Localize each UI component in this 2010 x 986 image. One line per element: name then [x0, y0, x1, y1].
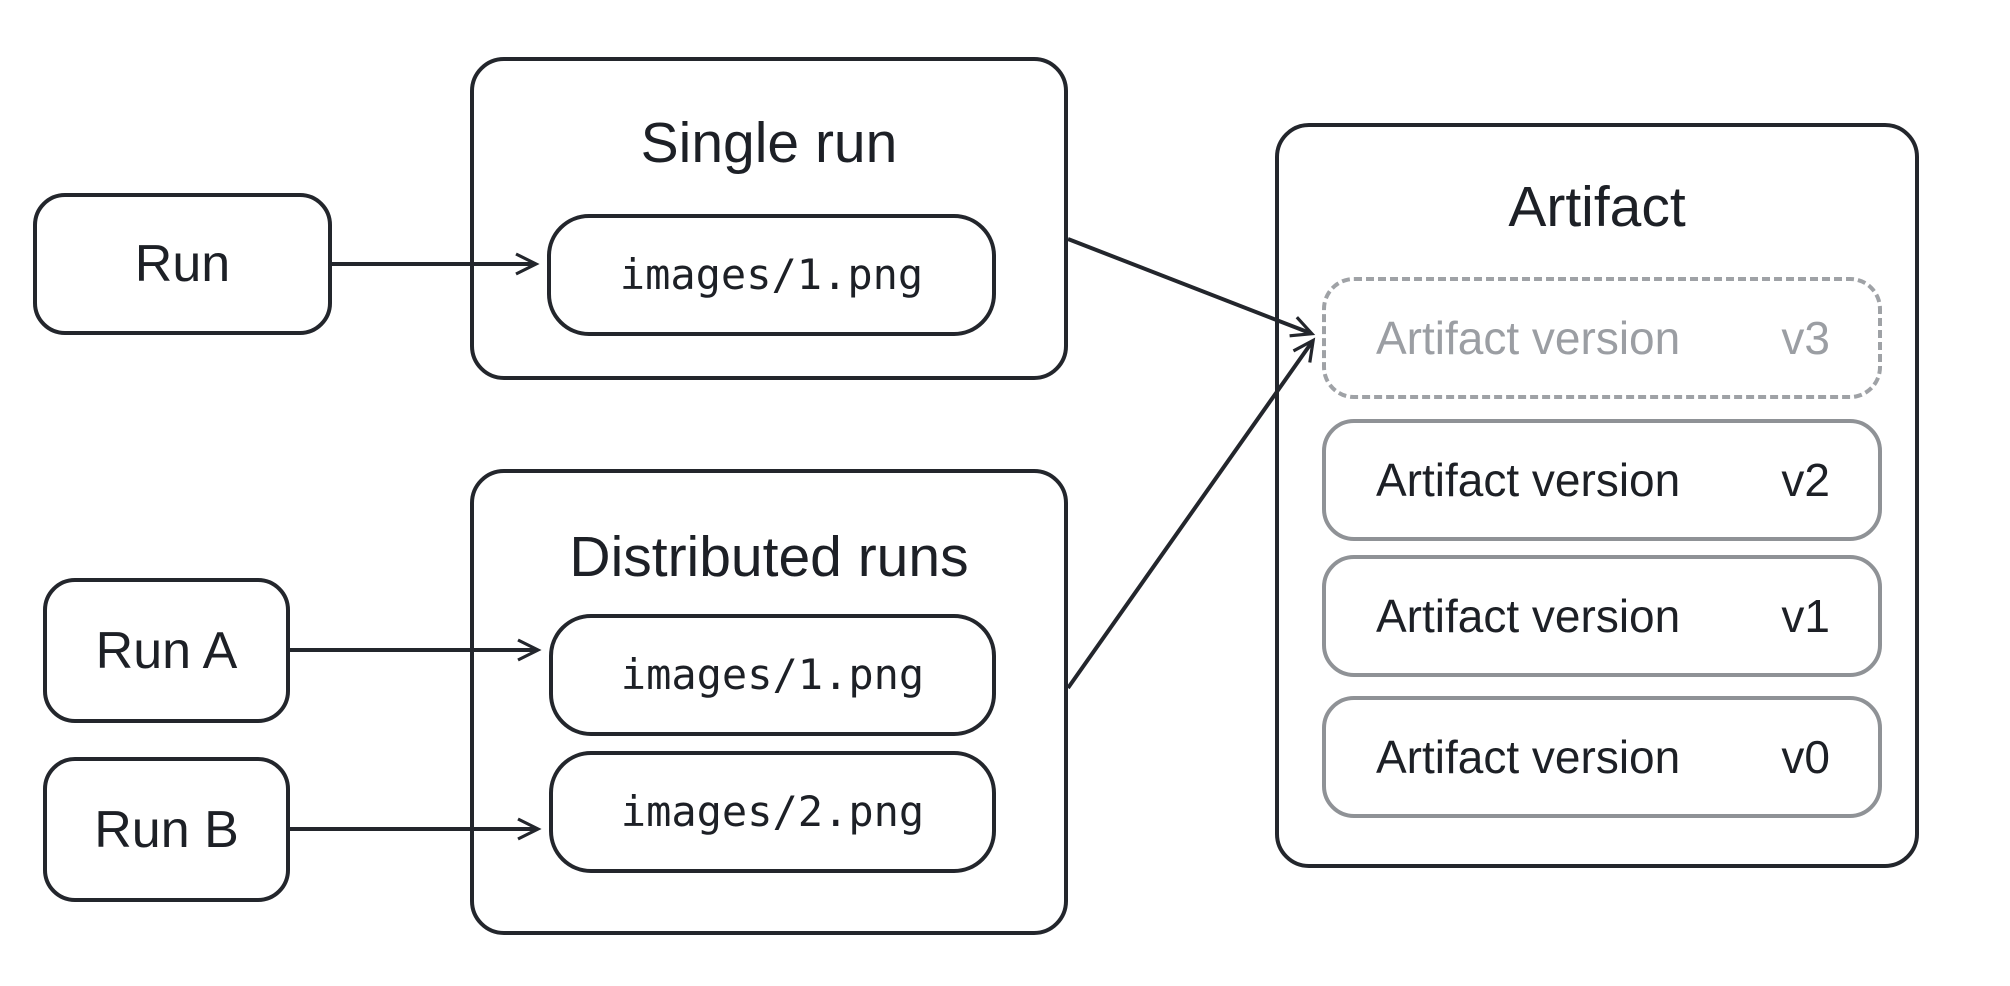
- artifact-version-v3: Artifact version v3: [1322, 277, 1882, 399]
- run-b-node: Run B: [43, 757, 290, 902]
- edge-single-to-v3: [1067, 237, 1316, 338]
- distributed-file-1-label: images/1.png: [620, 650, 925, 699]
- artifact-version-v2-tag: v2: [1781, 454, 1830, 506]
- distributed-file-2-node: images/2.png: [549, 751, 996, 873]
- artifact-version-v0-label: Artifact version: [1376, 731, 1681, 783]
- artifact-group-title: Artifact: [1508, 175, 1686, 239]
- distributed-file-1-node: images/1.png: [549, 614, 996, 736]
- run-a-node: Run A: [43, 578, 290, 723]
- single-run-file-label: images/1.png: [619, 250, 924, 299]
- single-run-group: Single run images/1.png: [470, 57, 1068, 380]
- artifact-group: Artifact Artifact version v3 Artifact ve…: [1275, 123, 1919, 868]
- single-run-group-title: Single run: [640, 111, 898, 175]
- run-a-node-label: Run A: [95, 621, 238, 680]
- artifact-version-v3-label: Artifact version: [1376, 312, 1681, 364]
- artifact-version-v1: Artifact version v1: [1322, 555, 1882, 677]
- artifact-version-v3-tag: v3: [1781, 312, 1830, 364]
- artifact-version-v0: Artifact version v0: [1322, 696, 1882, 818]
- distributed-runs-group-title: Distributed runs: [569, 525, 969, 589]
- artifact-version-v2-label: Artifact version: [1376, 454, 1681, 506]
- artifact-version-v2: Artifact version v2: [1322, 419, 1882, 541]
- single-run-file-node: images/1.png: [547, 214, 996, 336]
- distributed-file-2-label: images/2.png: [620, 787, 925, 836]
- artifact-version-v1-label: Artifact version: [1376, 590, 1681, 642]
- artifact-version-v1-tag: v1: [1781, 590, 1830, 642]
- run-node: Run: [33, 193, 332, 335]
- distributed-runs-group: Distributed runs images/1.png images/2.p…: [470, 469, 1068, 935]
- run-node-label: Run: [134, 235, 231, 293]
- run-b-node-label: Run B: [94, 800, 239, 859]
- artifact-version-v0-tag: v0: [1781, 731, 1830, 783]
